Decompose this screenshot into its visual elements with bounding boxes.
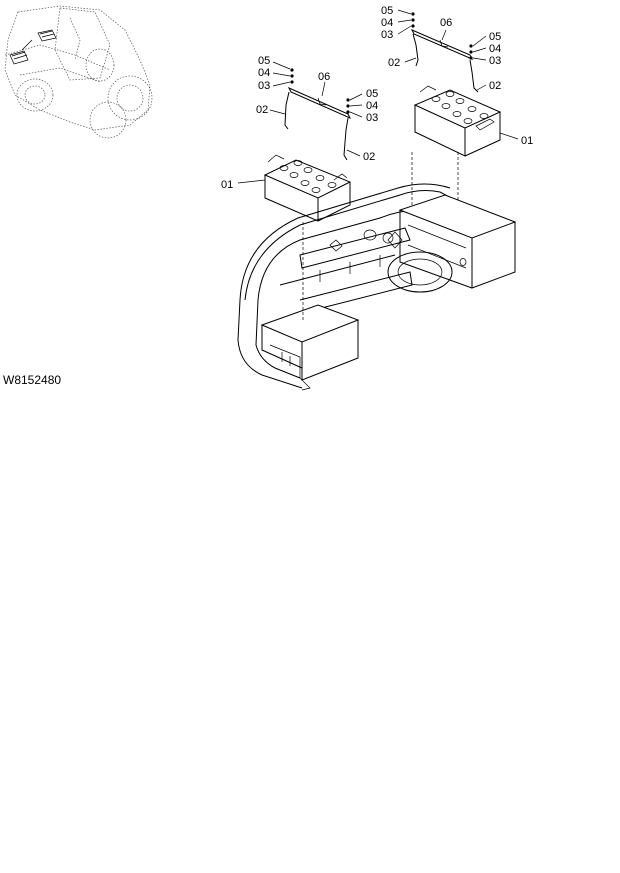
figure-number: W8152480 — [3, 373, 61, 387]
callout-01-left: 01 — [221, 179, 233, 191]
callout-02-right-a: 02 — [388, 57, 400, 69]
callout-06-right: 06 — [440, 17, 452, 29]
callout-02-left-a: 02 — [256, 104, 268, 116]
callout-03-right-b: 03 — [489, 55, 501, 67]
callout-04-right-b: 04 — [489, 43, 501, 55]
callout-06-left: 06 — [318, 71, 330, 83]
callout-04-left: 04 — [258, 67, 270, 79]
callout-05-right: 05 — [381, 5, 393, 17]
callout-05-right-b: 05 — [489, 31, 501, 43]
callout-03-left-b: 03 — [366, 112, 378, 124]
callout-labels: 05 04 03 06 02 05 04 03 02 01 05 04 03 0… — [221, 5, 533, 191]
callout-02-left-b: 02 — [363, 151, 375, 163]
bracket-right — [410, 12, 479, 93]
machine-locator-thumbnail — [4, 5, 153, 139]
callout-05-left: 05 — [258, 55, 270, 67]
callout-04-right: 04 — [381, 17, 393, 29]
leader-lines — [237, 9, 519, 184]
callout-03-right: 03 — [381, 29, 393, 41]
chassis-frame — [237, 152, 517, 391]
battery-left — [263, 154, 352, 222]
callout-01-right: 01 — [521, 135, 533, 147]
callout-04-left-b: 04 — [366, 100, 378, 112]
callout-03-left: 03 — [258, 80, 270, 92]
bracket-left — [284, 68, 352, 161]
callout-02-right-b: 02 — [489, 80, 501, 92]
battery-right — [413, 85, 502, 157]
callout-05-left-b: 05 — [366, 88, 378, 100]
